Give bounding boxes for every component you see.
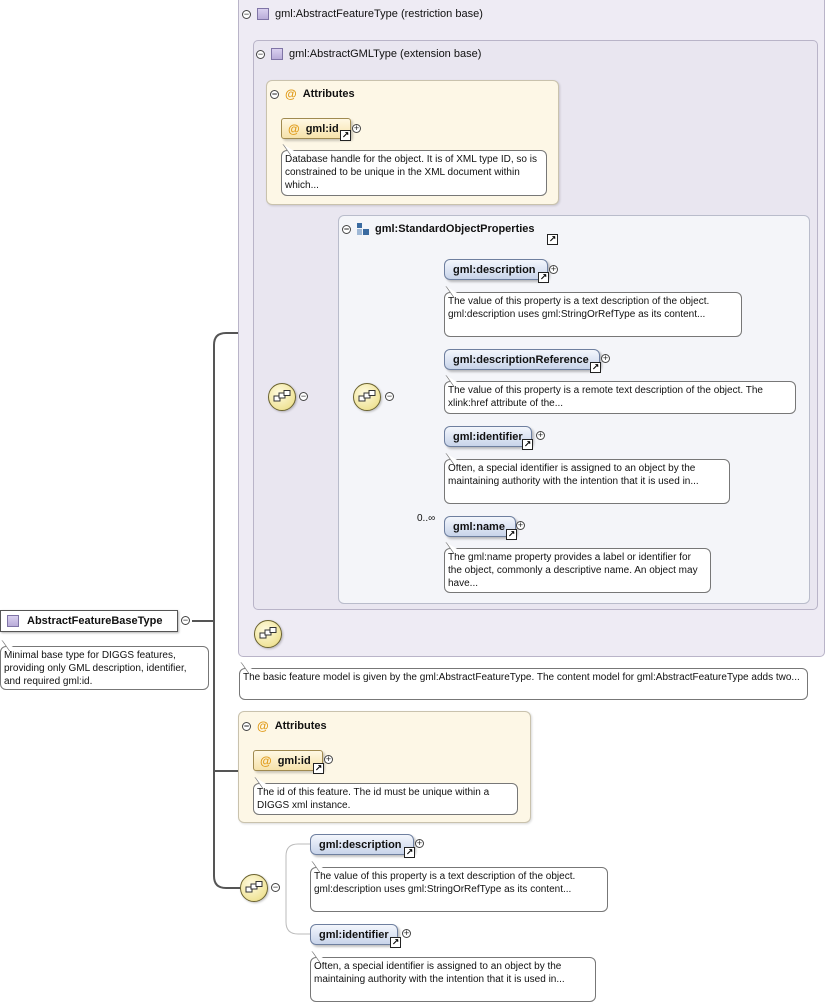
link-icon[interactable]: ↗ — [506, 529, 517, 540]
collapse-icon[interactable]: − — [242, 8, 251, 19]
link-icon[interactable]: ↗ — [404, 847, 415, 858]
link-icon[interactable]: ↗ — [538, 272, 549, 283]
restriction-label: gml:AbstractFeatureType (restriction bas… — [275, 8, 483, 20]
element-gml-identifier-doc: Often, a special identifier is assigned … — [310, 957, 596, 1002]
sequence-compositor-icon[interactable] — [240, 874, 268, 902]
element-gml-description[interactable]: gml:description — [444, 259, 548, 280]
sequence-compositor-icon[interactable] — [254, 620, 282, 648]
outer-attributes-label: Attributes — [274, 720, 327, 732]
complex-type-icon — [257, 8, 269, 20]
expand-icon[interactable]: + — [352, 123, 361, 133]
inner-attributes-header[interactable]: − @ Attributes — [270, 87, 355, 101]
inner-gml-id-label: gml:id — [305, 122, 339, 135]
restriction-doc: The basic feature model is given by the … — [239, 668, 808, 700]
element-gml-identifier[interactable]: gml:identifier — [444, 426, 532, 447]
sequence-compositor-icon[interactable] — [353, 383, 381, 411]
standard-object-properties-header[interactable]: − gml:StandardObjectProperties — [342, 223, 535, 235]
collapse-icon[interactable]: − — [271, 882, 280, 892]
root-type-node[interactable]: AbstractFeatureBaseType — [0, 610, 178, 632]
expand-icon[interactable]: + — [324, 754, 333, 764]
element-gml-description-reference-doc: The value of this property is a remote t… — [444, 381, 796, 414]
outer-gml-id-attribute[interactable]: @ gml:id — [253, 750, 323, 771]
sequence-glyph — [259, 627, 277, 639]
collapse-icon[interactable]: − — [385, 391, 394, 401]
expand-icon[interactable]: + — [516, 520, 525, 530]
element-gml-identifier-doc: Often, a special identifier is assigned … — [444, 459, 730, 504]
element-gml-description[interactable]: gml:description — [310, 834, 414, 855]
collapse-icon[interactable]: − — [181, 615, 190, 625]
inner-gml-id-doc: Database handle for the object. It is of… — [281, 150, 547, 196]
collapse-icon[interactable]: − — [270, 88, 279, 99]
complex-type-icon — [271, 48, 283, 60]
collapse-icon[interactable]: − — [256, 48, 265, 59]
expand-icon[interactable]: + — [601, 353, 610, 363]
sequence-glyph — [245, 881, 263, 893]
link-icon[interactable]: ↗ — [547, 234, 558, 245]
expand-icon[interactable]: + — [415, 838, 424, 848]
multiplicity-label: 0..∞ — [417, 513, 436, 524]
element-gml-name-doc: The gml:name property provides a label o… — [444, 548, 711, 593]
outer-gml-id-doc: The id of this feature. The id must be u… — [253, 783, 518, 815]
link-icon[interactable]: ↗ — [390, 937, 401, 948]
link-icon[interactable]: ↗ — [522, 439, 533, 450]
link-icon[interactable]: ↗ — [313, 763, 324, 774]
extension-header[interactable]: − gml:AbstractGMLType (extension base) — [256, 48, 481, 60]
element-gml-description-reference[interactable]: gml:descriptionReference — [444, 349, 600, 370]
attribute-icon: @ — [285, 87, 297, 101]
group-icon — [357, 223, 369, 235]
expand-icon[interactable]: + — [549, 264, 558, 274]
collapse-icon[interactable]: − — [242, 720, 251, 731]
element-gml-description-doc: The value of this property is a text des… — [444, 292, 742, 337]
standard-object-properties-label: gml:StandardObjectProperties — [375, 223, 535, 235]
root-type-label: AbstractFeatureBaseType — [27, 615, 163, 627]
complex-type-icon — [7, 615, 19, 627]
link-icon[interactable]: ↗ — [590, 362, 601, 373]
root-type-doc: Minimal base type for DIGGS features, pr… — [0, 646, 209, 690]
attribute-icon: @ — [288, 121, 300, 136]
attribute-icon: @ — [260, 753, 272, 768]
link-icon[interactable]: ↗ — [340, 130, 351, 141]
inner-attributes-label: Attributes — [302, 88, 355, 100]
element-gml-name[interactable]: gml:name — [444, 516, 516, 537]
sequence-compositor-icon[interactable] — [268, 383, 296, 411]
attribute-icon: @ — [257, 719, 269, 733]
sequence-glyph — [358, 390, 376, 402]
outer-attributes-header[interactable]: − @ Attributes — [242, 719, 327, 733]
collapse-icon[interactable]: − — [299, 391, 308, 401]
outer-gml-id-label: gml:id — [277, 754, 311, 767]
collapse-icon[interactable]: − — [342, 223, 351, 234]
restriction-header[interactable]: − gml:AbstractFeatureType (restriction b… — [242, 8, 483, 20]
inner-gml-id-attribute[interactable]: @ gml:id — [281, 118, 351, 139]
expand-icon[interactable]: + — [402, 928, 411, 938]
element-gml-identifier[interactable]: gml:identifier — [310, 924, 398, 945]
extension-label: gml:AbstractGMLType (extension base) — [289, 48, 482, 60]
sequence-glyph — [273, 390, 291, 402]
element-gml-description-doc: The value of this property is a text des… — [310, 867, 608, 912]
expand-icon[interactable]: + — [536, 430, 545, 440]
